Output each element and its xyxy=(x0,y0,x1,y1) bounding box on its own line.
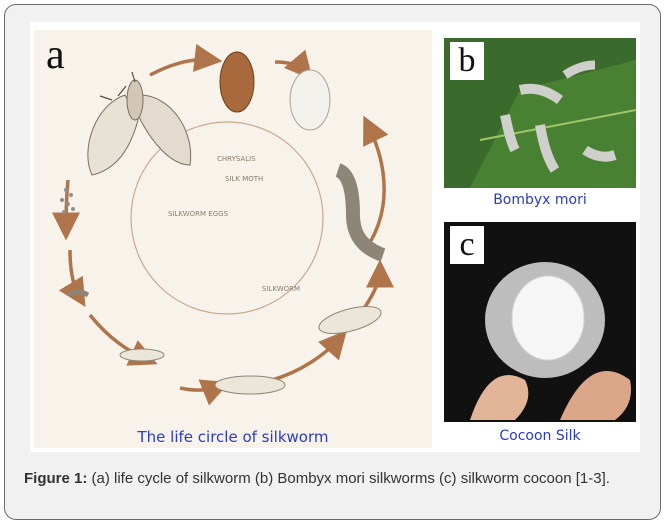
panel-c-letter: c xyxy=(450,226,484,264)
figure-caption: Figure 1: (a) life cycle of silkworm (b)… xyxy=(24,468,644,489)
panel-c-caption: Cocoon Silk xyxy=(444,428,636,444)
figure-caption-label: Figure 1: xyxy=(24,470,87,487)
figure-caption-text: (a) life cycle of silkworm (b) Bombyx mo… xyxy=(87,470,610,487)
